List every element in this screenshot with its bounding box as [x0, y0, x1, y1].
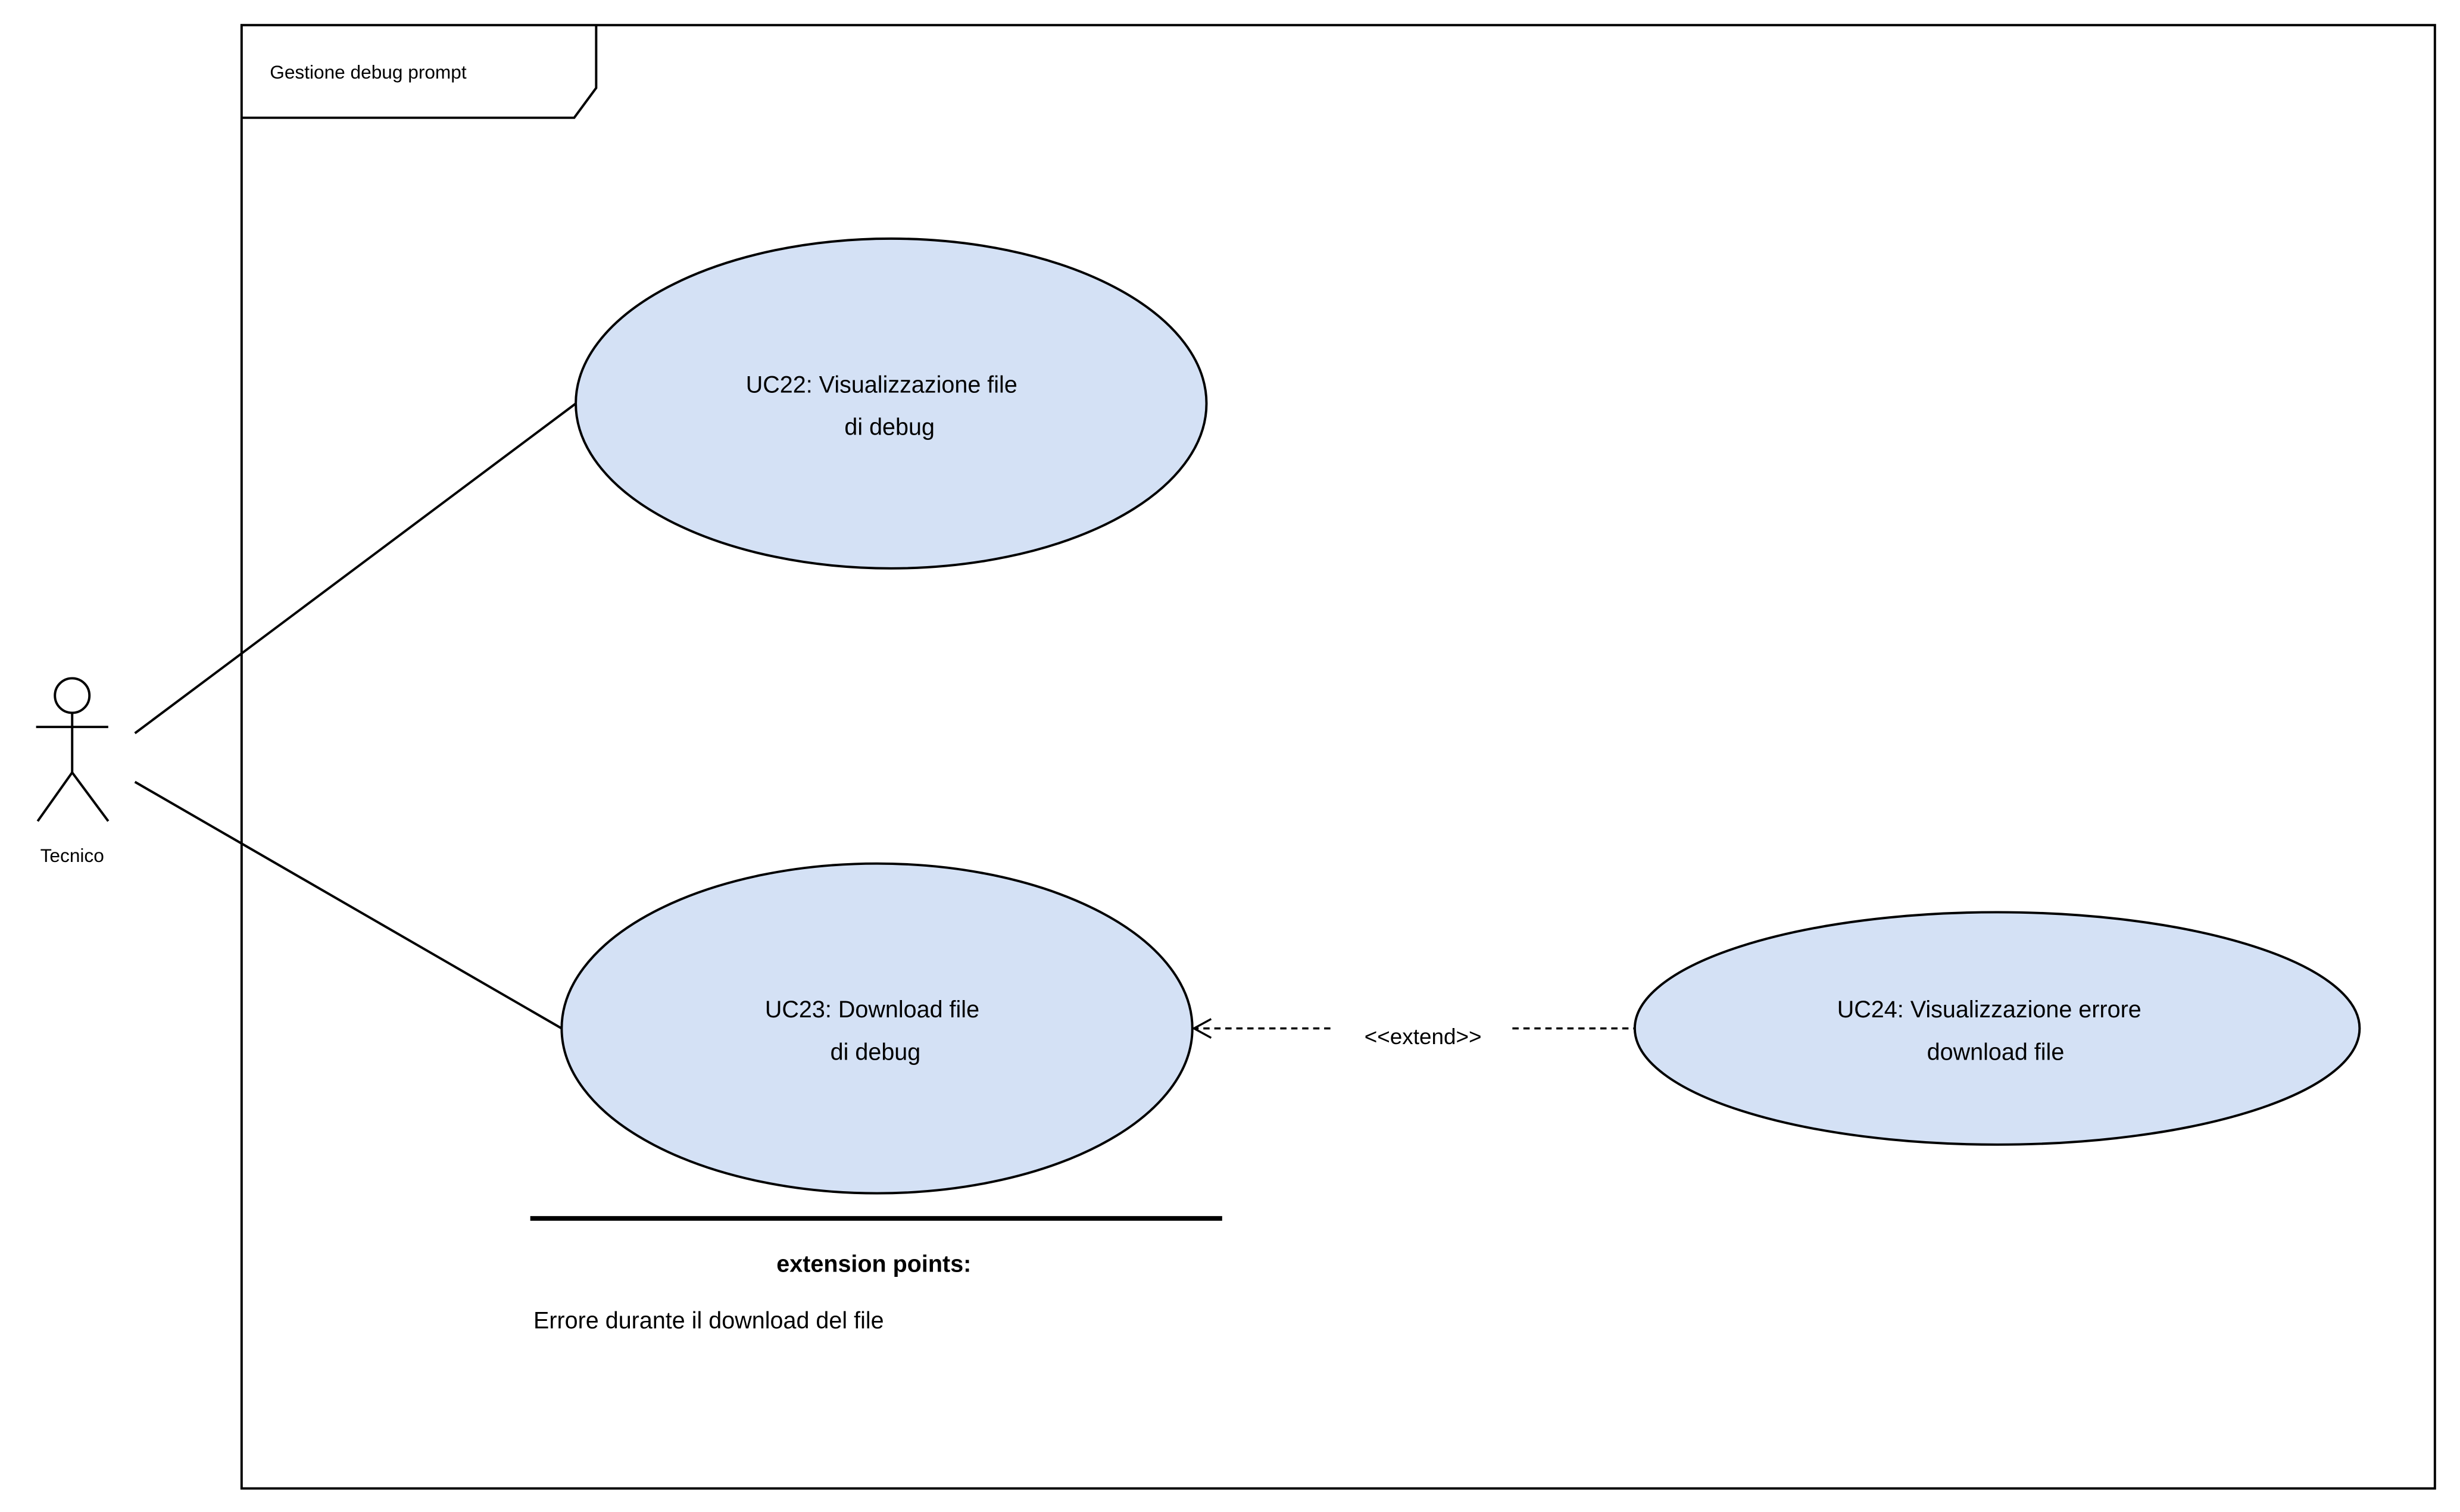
use-case-uc23-label-line2: di debug: [831, 1039, 921, 1065]
use-case-uc22-shape: [575, 237, 1208, 570]
use-case-uc23-label-line1: UC23: Download file: [765, 996, 979, 1023]
frame-title: Gestione debug prompt: [270, 61, 467, 83]
use-case-uc24-label-line2: download file: [1927, 1039, 2065, 1065]
extension-point-item: Errore durante il download del file: [533, 1307, 884, 1333]
use-case-uc24-label-line1: UC24: Visualizzazione errore: [1837, 996, 2141, 1023]
extend-arrowhead: [1191, 1018, 1212, 1039]
frame-title-tab: [241, 25, 598, 119]
association-actor-uc23: [134, 780, 563, 1030]
use-case-uc23[interactable]: UC23: Download file di debug: [560, 862, 1194, 1195]
use-case-uc24[interactable]: UC24: Visualizzazione errore download fi…: [1633, 911, 2361, 1146]
extension-points-title: extension points:: [776, 1251, 971, 1277]
use-case-uc24-label: UC24: Visualizzazione errore download fi…: [1837, 996, 2148, 1065]
use-case-uc22-label-line2: di debug: [844, 414, 935, 441]
use-case-uc23-shape: [560, 862, 1194, 1195]
actor-label: Tecnico: [40, 845, 104, 866]
association-actor-uc22: [134, 402, 577, 735]
actor-left-leg: [36, 771, 73, 822]
use-case-uc22[interactable]: UC22: Visualizzazione file di debug: [575, 237, 1208, 570]
system-boundary: [240, 24, 2436, 1490]
use-case-uc22-label-line1: UC22: Visualizzazione file: [746, 371, 1017, 398]
use-case-uc24-shape: [1633, 911, 2361, 1146]
extend-label: <<extend>>: [1365, 1024, 1482, 1049]
use-case-uc23-label: UC23: Download file di debug: [765, 996, 986, 1065]
actor-right-leg: [71, 771, 110, 822]
use-case-uc22-label: UC22: Visualizzazione file di debug: [746, 371, 1024, 440]
actor-tecnico[interactable]: Tecnico: [36, 677, 110, 866]
actor-head: [54, 677, 91, 714]
